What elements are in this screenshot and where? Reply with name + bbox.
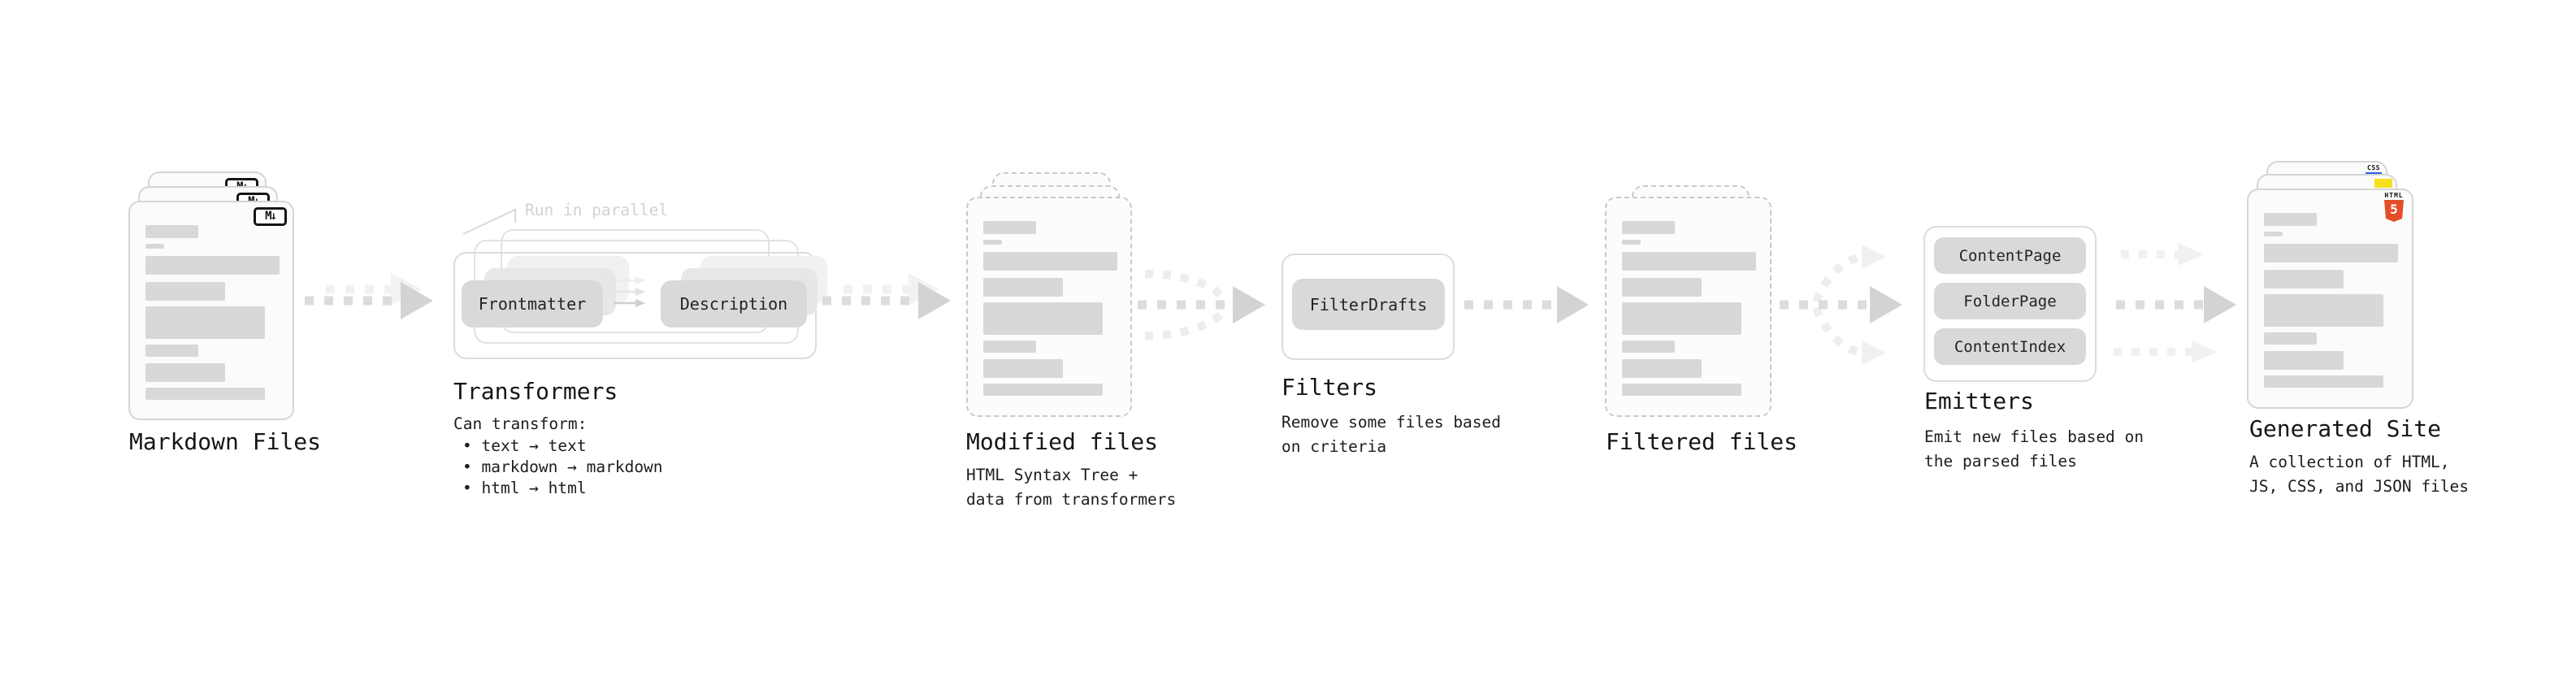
caption-line: Emit new files based on [1924,427,2144,446]
description-pill: Description [661,280,807,327]
filters-caption: Remove some files based on criteria [1281,410,1501,459]
skeleton-bar [145,388,265,400]
skeleton-bar [145,345,198,357]
skeleton-bar [1622,252,1756,271]
skeleton-bar [2264,244,2398,262]
skeleton-bar [983,340,1036,353]
skeleton-bar [1622,278,1702,297]
caption-line: on criteria [1281,437,1387,456]
html5-icon-number: 5 [2390,202,2398,217]
skeleton-bar [1622,359,1702,378]
contentpage-pill: ContentPage [1934,237,2086,274]
stage-title-transformers: Transformers [453,378,618,405]
skeleton-bar [2264,213,2317,226]
folderpage-pill: FolderPage [1934,283,2086,319]
bullet-item: • html → html [462,479,587,497]
caption-line: JS, CSS, and JSON files [2249,477,2470,496]
modified-doc-front [966,197,1132,417]
markdown-doc-front [128,201,294,420]
skeleton-bar [983,252,1117,271]
caption-line: Remove some files based [1281,413,1502,432]
flow-arrow-transformers-to-modified [822,273,951,319]
skeleton-bar [145,256,280,275]
js-icon [2374,179,2392,188]
filterdrafts-pill: FilterDrafts [1292,279,1445,330]
html5-icon-shield: 5 [2384,200,2404,222]
skeleton-bar [145,306,265,339]
flow-arrow-filtered-to-emitters [1780,245,1902,365]
stage-title-emitters: Emitters [1924,388,2034,414]
frontmatter-pill: Frontmatter [462,280,603,327]
contentindex-pill: ContentIndex [1934,328,2086,365]
filtered-doc-front [1605,197,1772,417]
html5-icon: HTML 5 [2383,192,2405,222]
stage-title-generated-site: Generated Site [2249,415,2442,442]
skeleton-bar [2264,332,2317,345]
caption-line: the parsed files [1924,452,2077,471]
skeleton-bar [1622,302,1741,335]
flow-arrow-emitters-to-generated [2114,243,2236,363]
generated-doc-front [2247,189,2413,409]
caption-line: HTML Syntax Tree + [966,466,1138,484]
markdown-icon: M↓ [254,207,287,226]
skeleton-bar [1622,221,1675,234]
annotation-leader-line [462,208,516,235]
skeleton-bar [983,278,1063,297]
modified-caption: HTML Syntax Tree + data from transformer… [966,463,1176,512]
bullet-item: • markdown → markdown [462,458,663,476]
skeleton-bar [983,302,1103,335]
skeleton-bar [1622,340,1675,353]
caption-line: A collection of HTML, [2249,453,2450,471]
skeleton-bar [983,359,1063,378]
skeleton-bar [2264,270,2344,288]
skeleton-bar [983,221,1036,234]
skeleton-bar [983,384,1103,396]
stage-title-filters: Filters [1281,374,1378,401]
stage-title-modified-files: Modified files [966,428,1159,455]
skeleton-bar [2264,351,2344,370]
skeleton-bar [2264,294,2383,327]
stage-title-filtered-files: Filtered files [1606,428,1798,455]
html5-icon-label: HTML [2384,192,2404,199]
flow-arrow-modified-to-filters [1138,270,1265,340]
emitters-caption: Emit new files based on the parsed files [1924,425,2144,474]
pill-arrows [614,276,645,307]
caption-line: data from transformers [966,490,1177,509]
skeleton-bar [145,282,225,301]
run-in-parallel-annotation: Run in parallel [525,201,669,219]
transformers-bullet-list: • text → text • markdown → markdown • ht… [453,436,663,499]
skeleton-bar [2264,232,2283,236]
skeleton-bar [983,240,1002,245]
transformers-caption: Can transform: [453,414,588,433]
skeleton-bar [145,244,164,249]
flow-arrow-markdown-to-transformers [305,273,433,319]
stage-title-markdown-files: Markdown Files [129,428,322,455]
flow-arrow-filters-to-filtered [1464,286,1589,323]
bullet-item: • text → text [462,436,587,455]
skeleton-bar [1622,240,1641,245]
skeleton-bar [2264,375,2383,388]
skeleton-bar [1622,384,1741,396]
css-icon-label: CSS [2367,164,2380,171]
skeleton-bar [145,225,198,238]
generated-caption: A collection of HTML, JS, CSS, and JSON … [2249,450,2469,499]
skeleton-bar [145,363,225,382]
